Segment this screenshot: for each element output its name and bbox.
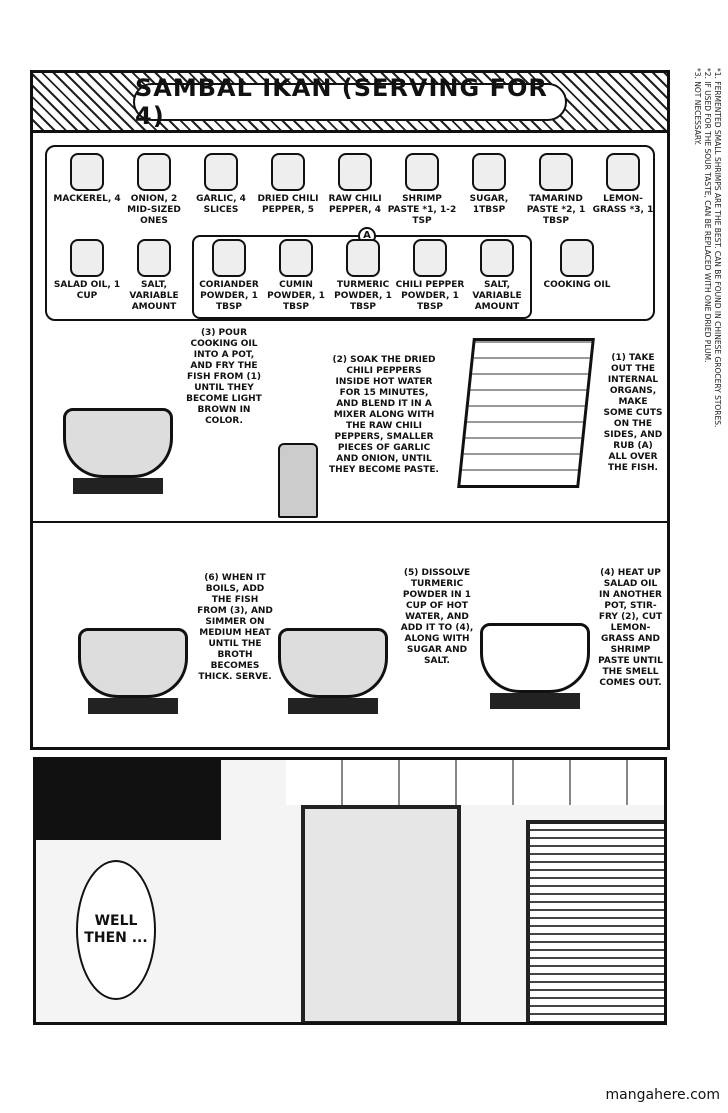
ingredient-icon (271, 153, 305, 191)
ceiling (286, 760, 664, 805)
ingredient-item: RAW CHILI PEPPER, 4 (320, 153, 390, 216)
step-5: (5) DISSOLVE TURMERIC POWDER IN 1 CUP OF… (400, 568, 474, 666)
ingredient-item: SUGAR, 1TBSP (454, 153, 524, 216)
ingredient-item: TAMARIND PASTE *2, 1 TBSP (521, 153, 591, 227)
ingredient-icon (405, 153, 439, 191)
stove-illustration (88, 698, 178, 714)
ingredient-item: SALAD OIL, 1 CUP (52, 239, 122, 302)
ingredient-icon (137, 153, 171, 191)
stove-illustration (288, 698, 378, 714)
ingredient-item: SHRIMP PASTE *1, 1-2 TSP (387, 153, 457, 227)
footnote-1: *1. FERMENTED SMALL SHRIMPS ARE THE BEST… (713, 68, 722, 428)
recipe-title: SAMBAL IKAN (SERVING FOR 4) (133, 74, 567, 130)
blender-illustration (278, 443, 318, 518)
ingredient-icon (539, 153, 573, 191)
step-6: (6) WHEN IT BOILS, ADD THE FISH FROM (3)… (197, 573, 273, 682)
door (301, 805, 461, 1022)
ingredient-item: LEMON-GRASS *3, 1 (588, 153, 658, 216)
ingredient-icon (480, 239, 514, 277)
ingredient-icon (346, 239, 380, 277)
ingredient-icon (212, 239, 246, 277)
group-a-ingredient: CUMIN POWDER, 1 TBSP (261, 239, 331, 313)
oil-pot-illustration (480, 623, 590, 693)
manga-panel-kitchen: WELL THEN ... (33, 757, 667, 1025)
ingredient-item: GARLIC, 4 SLICES (186, 153, 256, 216)
group-a-ingredient: CHILI PEPPER POWDER, 1 TBSP (395, 239, 465, 313)
bottle-icon (560, 239, 594, 277)
group-a-ingredient: TURMERIC POWDER, 1 TBSP (328, 239, 398, 313)
simmer-pot-illustration (78, 628, 188, 698)
ingredient-item: SALT, VARIABLE AMOUNT (119, 239, 189, 313)
speech-bubble: WELL THEN ... (76, 860, 156, 1000)
ingredient-icon (70, 153, 104, 191)
footnote-3: *3. NOT NECESSARY. (693, 68, 702, 146)
window-blinds (526, 820, 664, 1022)
frying-pot-illustration (63, 408, 173, 478)
ingredient-icon (606, 153, 640, 191)
site-credit: mangahere.com (605, 1087, 720, 1103)
footnote-2: *2. IF USED FOR THE SOUR TASTE, CAN BE R… (703, 68, 712, 363)
ingredient-icon (472, 153, 506, 191)
ingredient-icon (338, 153, 372, 191)
ingredient-item: DRIED CHILI PEPPER, 5 (253, 153, 323, 216)
stir-pot-illustration (278, 628, 388, 698)
group-a-ingredient: SALT, VARIABLE AMOUNT (462, 239, 532, 313)
ingredient-icon (413, 239, 447, 277)
step-2: (2) SOAK THE DRIED CHILI PEPPERS INSIDE … (329, 355, 439, 475)
ingredient-icon (137, 239, 171, 277)
ingredient-icon (70, 239, 104, 277)
footnotes: *1. FERMENTED SMALL SHRIMPS ARE THE BEST… (692, 68, 722, 427)
step-4: (4) HEAT UP SALAD OIL IN ANOTHER POT, ST… (598, 568, 663, 688)
step-1: (1) TAKE OUT THE INTERNAL ORGANS, MAKE S… (603, 353, 663, 473)
fish-tray-illustration (457, 338, 595, 488)
range-hood (36, 760, 221, 840)
title-banner: SAMBAL IKAN (SERVING FOR 4) (33, 73, 667, 133)
stove-illustration (73, 478, 163, 494)
group-a-ingredient: CORIANDER POWDER, 1 TBSP (194, 239, 264, 313)
ingredient-icon (204, 153, 238, 191)
step-3: (3) POUR COOKING OIL INTO A POT, AND FRY… (186, 328, 262, 426)
stove-illustration (490, 693, 580, 709)
ingredient-item: MACKEREL, 4 (52, 153, 122, 205)
ingredient-item: ONION, 2 MID-SIZED ONES (119, 153, 189, 227)
ingredient-icon (279, 239, 313, 277)
ingredient-cooking-oil: COOKING OIL (542, 239, 612, 291)
divider (33, 521, 667, 523)
